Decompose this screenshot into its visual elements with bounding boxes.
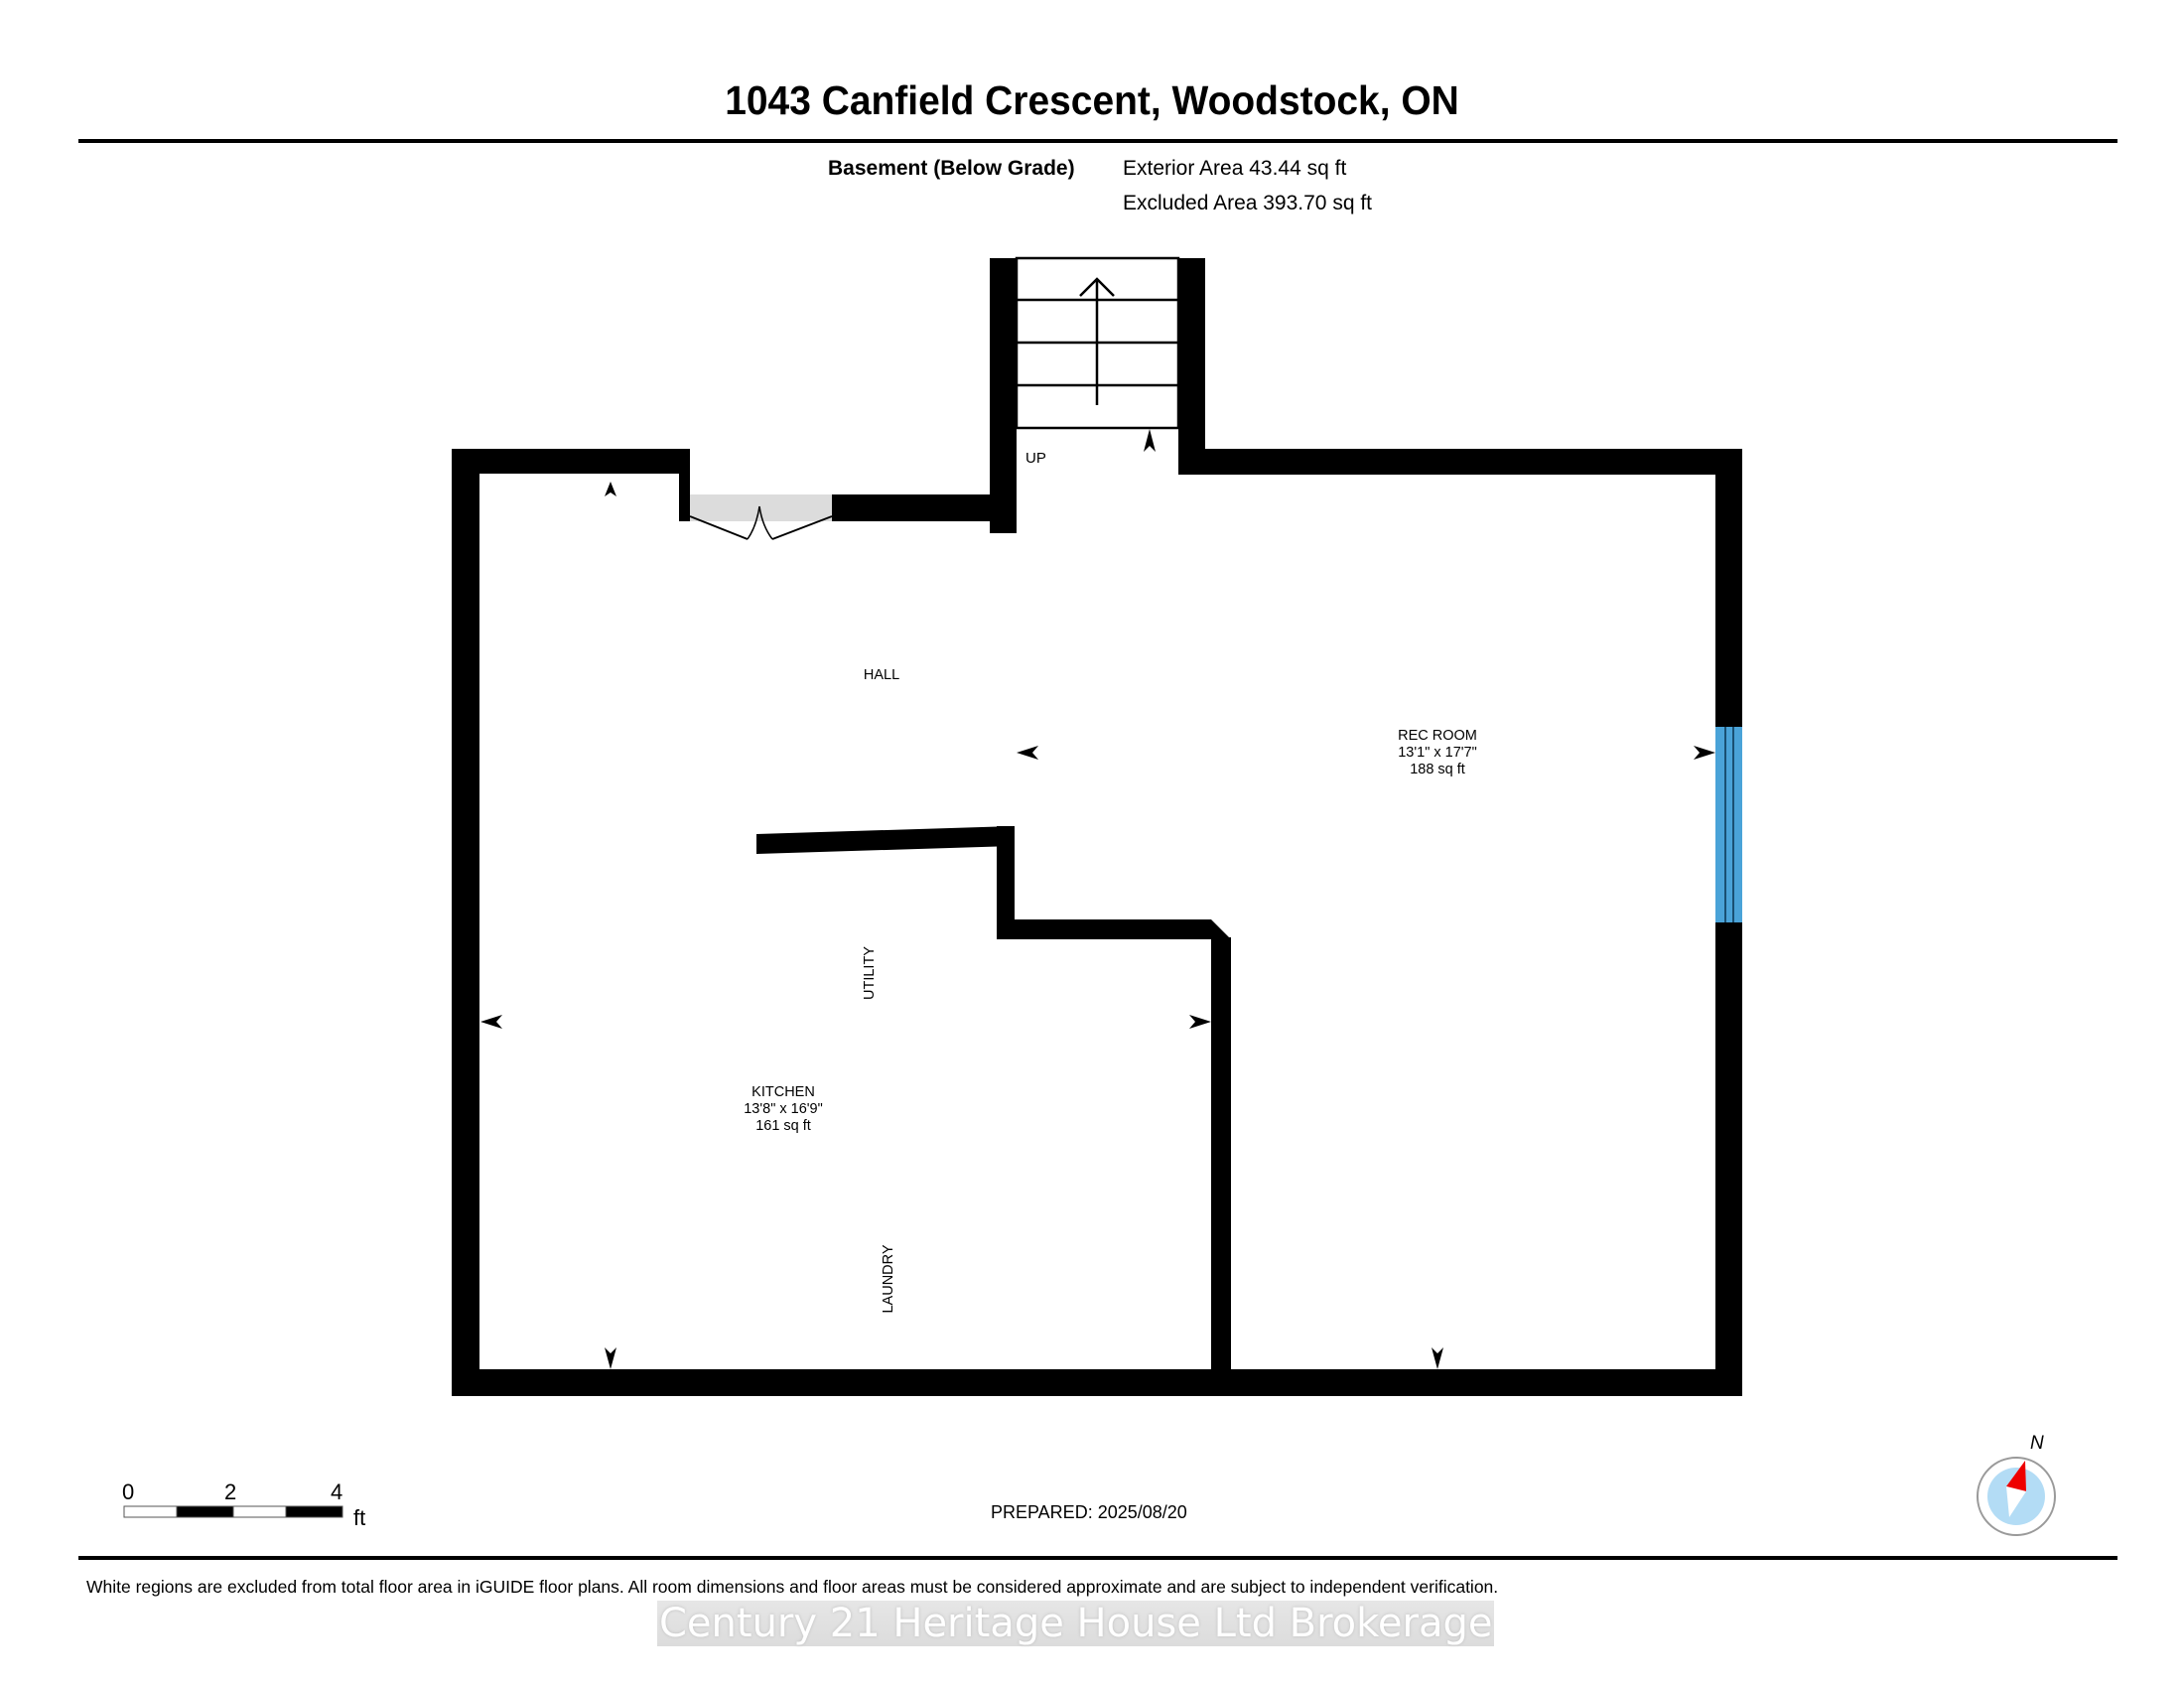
prepared-date: PREPARED: 2025/08/20 [991,1502,1187,1522]
room-name: KITCHEN [751,1084,815,1100]
excluded-area: Excluded Area 393.70 sq ft [1123,192,1373,214]
room-area: 161 sq ft [755,1118,811,1134]
footer-rule [78,1556,2117,1560]
room-rec-room: REC ROOM 13'1" x 17'7" 188 sq ft [1338,728,1537,778]
floor-label: Basement (Below Grade) [828,157,1075,180]
room-name: HALL [863,667,900,683]
walls [452,258,1742,1396]
brokerage-watermark: Century 21 Heritage House Ltd Brokerage [657,1601,1495,1646]
page-title: 1043 Canfield Crescent, Woodstock, ON [725,77,1459,123]
room-name: REC ROOM [1398,728,1477,744]
room-hall: HALL [842,667,921,684]
exterior-area: Exterior Area 43.44 sq ft [1123,157,1347,180]
dimension-arrows [480,429,1715,1369]
scale-unit: ft [353,1505,366,1530]
room-utility: UTILITY [862,946,878,1000]
scale-tick-2: 2 [224,1479,237,1504]
header-rule [78,139,2117,143]
double-door [689,494,833,540]
compass-icon [1977,1457,2056,1536]
room-area: 188 sq ft [1410,762,1465,777]
scale-bar [123,1505,343,1518]
room-dimensions: 13'1" x 17'7" [1398,745,1477,761]
stairs [1015,256,1180,430]
stairs-up-label: UP [1025,450,1046,467]
scale-tick-0: 0 [122,1479,135,1504]
disclaimer-text: White regions are excluded from total fl… [86,1577,1499,1597]
room-kitchen: KITCHEN 13'8" x 16'9" 161 sq ft [684,1084,883,1135]
scale-tick-4: 4 [331,1479,343,1504]
window [1715,727,1742,922]
room-dimensions: 13'8" x 16'9" [744,1101,823,1117]
room-laundry: LAUNDRY [881,1244,896,1314]
compass-north-label: N [2030,1433,2044,1454]
